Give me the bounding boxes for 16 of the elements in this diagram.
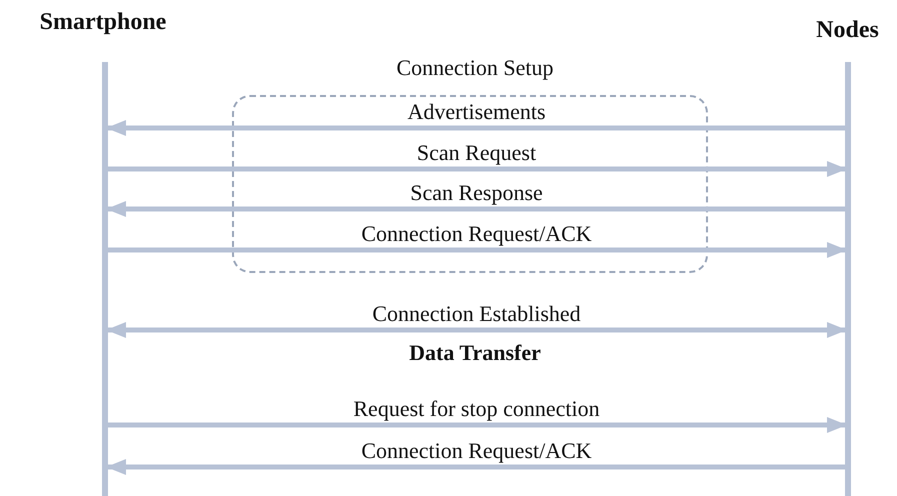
edge-label: Scan Response (409, 182, 544, 204)
edge-label: Scan Request (416, 142, 538, 164)
message-arrow (106, 459, 845, 475)
message-arrow (106, 201, 845, 217)
section-label: Data Transfer (408, 342, 542, 364)
edge-label: Request for stop connection (352, 398, 601, 420)
lifeline-title: Nodes (815, 18, 880, 42)
edge-label: Connection Request/ACK (360, 440, 593, 462)
message-arrow (106, 120, 845, 136)
message-arrow (108, 161, 847, 177)
edge-label: Connection Request/ACK (360, 223, 593, 245)
lifeline-title: Smartphone (38, 10, 168, 34)
message-arrow (108, 242, 847, 258)
message-arrow (108, 417, 847, 433)
section-label: Connection Setup (395, 57, 555, 79)
message-arrow (106, 322, 847, 338)
